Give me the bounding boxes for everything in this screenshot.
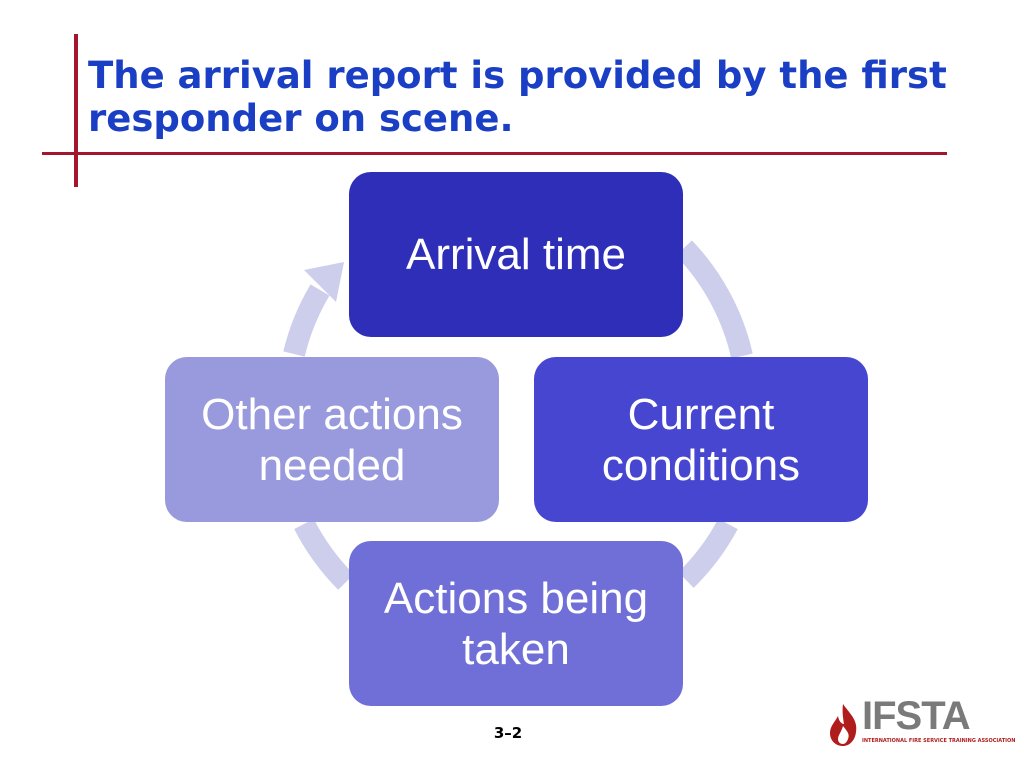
slide-title: The arrival report is provided by the fi… <box>88 54 947 140</box>
cycle-node-current-conditions: Current conditions <box>534 357 868 522</box>
cycle-node-arrival-time: Arrival time <box>349 172 683 337</box>
ring-segment-arrival-current <box>675 240 753 359</box>
cycle-node-other-actions-needed: Other actions needed <box>165 357 499 522</box>
slide-number: 3–2 <box>493 724 523 742</box>
ring-arrowhead <box>304 262 344 302</box>
title-rule-vertical <box>74 34 78 187</box>
logo-wordmark: IFSTA <box>862 694 971 738</box>
title-rule-horizontal <box>42 152 947 155</box>
logo-tagline: INTERNATIONAL FIRE SERVICE TRAINING ASSO… <box>862 738 1016 744</box>
ring-segment-other-arrival <box>283 284 330 357</box>
ring-segment-actions-other <box>294 518 354 590</box>
flame-icon <box>830 704 857 746</box>
cycle-node-actions-being-taken: Actions being taken <box>349 541 683 706</box>
ring-segment-current-actions <box>678 518 738 588</box>
ifsta-logo: IFSTA INTERNATIONAL FIRE SERVICE TRAININ… <box>826 696 1015 750</box>
